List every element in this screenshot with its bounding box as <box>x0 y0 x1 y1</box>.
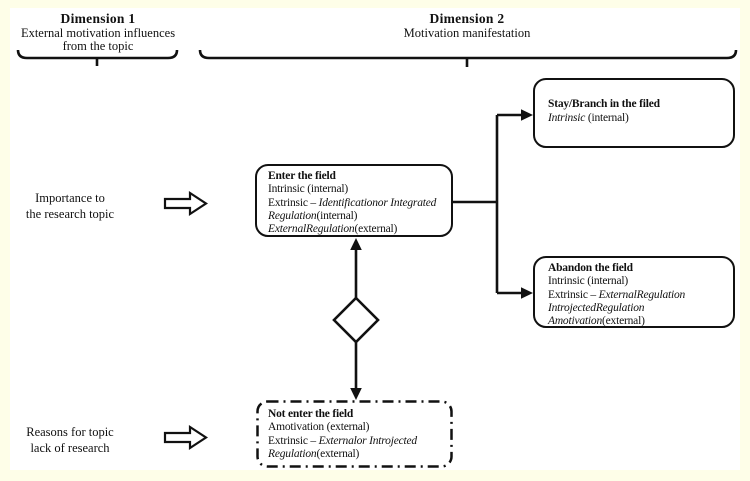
not-enter-line1: Amotivation (external) <box>268 421 370 434</box>
importance-label: Importance to the research topic <box>8 190 132 222</box>
enter-to-outcomes-connector <box>453 113 523 295</box>
dimension2-bracket <box>198 49 738 67</box>
dimension2-title: Dimension 2 <box>429 11 505 26</box>
abandon-field-line3: IntrojectedRegulation <box>548 301 645 314</box>
enter-field-line4: ExternalRegulation(external) <box>268 223 398 236</box>
dimension1-bracket <box>16 49 179 66</box>
reasons-label: Reasons for topic lack of research <box>8 424 132 456</box>
not-enter-box-border <box>256 400 453 468</box>
dimension1-subtitle-line2: from the topic <box>62 39 134 53</box>
not-enter-line2: Extrinsic – Externalor Introjected <box>268 434 417 447</box>
dimension1-header: Dimension 1 External motivation influenc… <box>8 12 188 54</box>
arrowhead-down-icon <box>350 388 362 400</box>
enter-field-line3: Regulation(internal) <box>268 209 358 222</box>
enter-field-title: Enter the field <box>268 170 336 182</box>
dimension1-title: Dimension 1 <box>60 11 136 26</box>
dimension1-subtitle-line1: External motivation influences <box>20 25 176 40</box>
dimension2-header: Dimension 2 Motivation manifestation <box>337 12 597 40</box>
abandon-field-box: Abandon the field Intrinsic (internal) E… <box>533 256 735 328</box>
reasons-block-arrow-icon <box>163 424 209 451</box>
decision-diamond <box>332 296 380 344</box>
abandon-field-title: Abandon the field <box>548 262 633 274</box>
not-enter-title: Not enter the field <box>268 408 354 420</box>
dimension2-subtitle-line1: Motivation manifestation <box>403 25 531 40</box>
enter-field-box: Enter the field Intrinsic (internal) Ext… <box>255 164 453 237</box>
reasons-label-line1: Reasons for topic <box>26 425 114 439</box>
enter-field-line1: Intrinsic (internal) <box>268 183 348 196</box>
enter-field-line2: Extrinsic – Identificationor Integrated <box>268 196 437 209</box>
importance-block-arrow-icon <box>163 190 209 217</box>
importance-label-line1: Importance to <box>35 191 105 205</box>
reasons-label-line2: lack of research <box>30 441 110 455</box>
abandon-field-line2: Extrinsic – ExternalRegulation <box>548 288 686 301</box>
not-enter-field-box: Not enter the field Amotivation (externa… <box>256 400 453 468</box>
stay-branch-title: Stay/Branch in the filed <box>548 98 660 110</box>
abandon-field-line4: Amotivation(external) <box>548 315 645 328</box>
abandon-field-line1: Intrinsic (internal) <box>548 275 628 288</box>
arrowhead-to-stay-icon <box>521 109 533 121</box>
importance-label-line2: the research topic <box>25 207 115 221</box>
arrowhead-up-icon <box>350 238 362 250</box>
stay-branch-box: Stay/Branch in the filed Intrinsic (inte… <box>533 78 735 148</box>
not-enter-line3: Regulation(external) <box>268 447 360 460</box>
arrowhead-to-abandon-icon <box>521 287 533 299</box>
stay-branch-line1: Intrinsic (internal) <box>548 112 629 124</box>
